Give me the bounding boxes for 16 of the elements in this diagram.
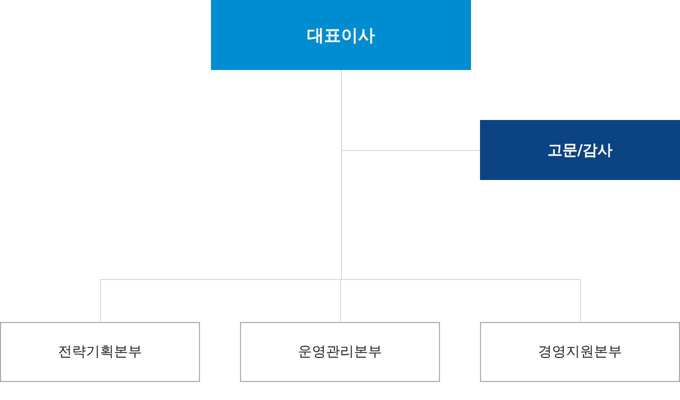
node-label: 전략기획본부	[58, 343, 142, 361]
node-label: 운영관리본부	[298, 343, 382, 361]
connector-line	[341, 279, 581, 322]
node-label: 고문/감사	[547, 140, 613, 160]
connector-line	[341, 150, 480, 151]
connector-line	[341, 70, 342, 151]
connector-line	[341, 150, 342, 280]
connector-line	[100, 279, 342, 322]
division-box	[0, 322, 200, 382]
connector-line	[340, 279, 342, 322]
advisor-box	[480, 120, 680, 180]
division-box	[240, 322, 440, 382]
node-label: 경영지원본부	[538, 343, 622, 361]
executive-box	[211, 0, 471, 70]
node-label: 대표이사	[307, 24, 375, 46]
division-box	[480, 322, 680, 382]
